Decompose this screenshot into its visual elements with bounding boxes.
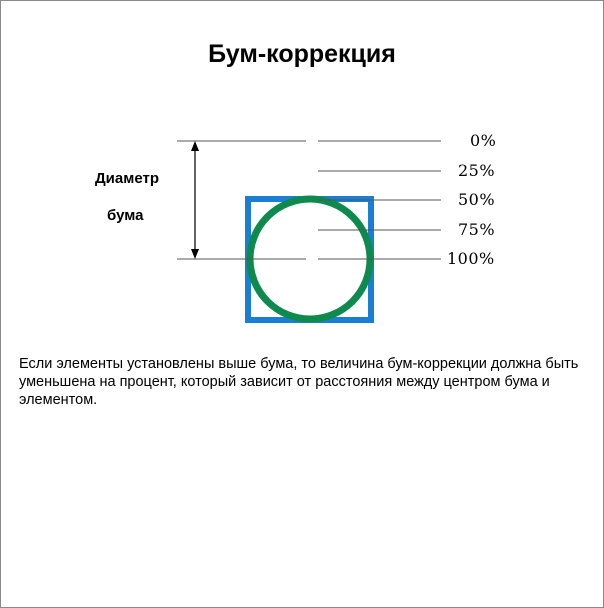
level-label-75: 75% bbox=[458, 220, 496, 239]
description-text: Если элементы установлены выше бума, то … bbox=[19, 356, 579, 408]
level-label-0: 0% bbox=[470, 131, 497, 150]
level-label-100: 100% bbox=[447, 249, 495, 268]
diameter-label: Диаметр bbox=[95, 170, 159, 187]
level-label-25: 25% bbox=[458, 161, 496, 180]
boom-label: бума bbox=[107, 207, 144, 224]
level-lines bbox=[177, 140, 441, 260]
page-title: Бум-коррекция bbox=[208, 40, 396, 68]
boom-correction-diagram bbox=[177, 140, 441, 323]
diameter-arrow bbox=[191, 141, 199, 259]
level-label-50: 50% bbox=[458, 190, 496, 209]
